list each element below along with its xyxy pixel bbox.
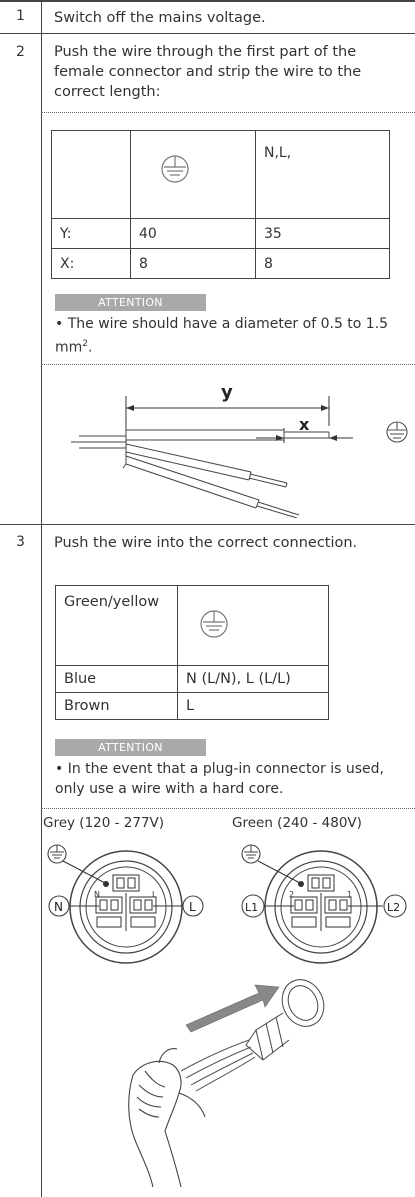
- hand-illustration: [128, 1048, 206, 1188]
- y-dimension-label: y: [221, 382, 233, 403]
- attention-text: In the event that a plug-in connector is…: [55, 761, 384, 797]
- insert-arrow: [185, 984, 280, 1033]
- green-connector: 2 1: [257, 850, 383, 964]
- grey-left-terminal-label: N: [54, 900, 63, 914]
- wire-connection: N (L/N), L (L/L): [177, 665, 329, 693]
- dotted-divider: [41, 364, 415, 365]
- nl-value: 8: [255, 248, 390, 279]
- grey-right-terminal-label: L: [189, 900, 196, 914]
- grey-inner-right-label: L: [152, 890, 157, 899]
- wire-connection: L: [177, 692, 329, 720]
- x-dimension-label: x: [299, 415, 310, 434]
- earth-icon: [161, 155, 189, 183]
- dotted-divider: [41, 112, 415, 113]
- green-right-terminal-label: L2: [387, 901, 400, 914]
- wire-color-label: Blue: [55, 665, 178, 693]
- row-label: X:: [51, 248, 131, 279]
- step-content: Push the wire into the correct connectio…: [41, 525, 415, 1197]
- attention-text: The wire should have a diameter of 0.5 t…: [55, 316, 389, 356]
- step-number: 3: [16, 534, 25, 550]
- nl-header-cell: N,L,: [255, 130, 390, 219]
- dotted-divider: [41, 808, 415, 809]
- earth-icon: [241, 844, 261, 864]
- earth-icon: [47, 844, 67, 864]
- connector-diagram: N L N L: [47, 844, 407, 1188]
- nl-value: 35: [255, 218, 390, 249]
- plug-connector: [245, 979, 325, 1061]
- step-1-text: Switch off the mains voltage.: [54, 10, 266, 26]
- attention-note: • The wire should have a diameter of 0.5…: [55, 314, 407, 358]
- earth-icon: [386, 421, 408, 443]
- step-number-cell: 2: [0, 34, 42, 524]
- wire-color-label: Green/yellow: [55, 585, 178, 666]
- table-row: Blue N (L/N), L (L/L): [55, 665, 329, 693]
- wires: [180, 1039, 256, 1092]
- bullet-mark: •: [55, 761, 68, 777]
- step-3-row: 3 Push the wire into the correct connect…: [0, 525, 415, 1197]
- grey-inner-left-label: N: [94, 890, 100, 899]
- earth-header-cell: [130, 130, 256, 219]
- wire-connection-earth: [177, 585, 329, 666]
- attention-sup: 2: [82, 339, 89, 349]
- earth-value: 40: [130, 218, 256, 249]
- step-1-row: 1 Switch off the mains voltage.: [0, 0, 415, 34]
- green-inner-right-label: 1: [347, 890, 352, 899]
- wire-color-table: Green/yellow Blue N (L/N), L (L/L): [55, 585, 329, 720]
- step-2-text: Push the wire through the first part of …: [54, 44, 362, 100]
- step-content: Switch off the mains voltage.: [41, 2, 415, 33]
- table-row: Y: 40 35: [51, 218, 390, 249]
- row-label: Y:: [51, 218, 131, 249]
- bullet-mark: •: [55, 316, 68, 332]
- step-number-cell: 3: [0, 525, 42, 1197]
- green-inner-left-label: 2: [289, 890, 294, 899]
- step-3-text: Push the wire into the correct connectio…: [54, 535, 358, 551]
- table-empty-cell: [51, 130, 131, 219]
- attention-note: • In the event that a plug-in connector …: [55, 759, 407, 799]
- green-connector-label: Green (240 - 480V): [232, 815, 362, 831]
- wire-color-label: Brown: [55, 692, 178, 720]
- attention-badge: ATTENTION: [55, 739, 206, 756]
- earth-value: 8: [130, 248, 256, 279]
- grey-connector-label: Grey (120 - 277V): [43, 815, 165, 831]
- wire-strip-diagram: y x: [71, 382, 408, 518]
- step-2-row: 2 Push the wire through the first part o…: [0, 34, 415, 525]
- strip-length-table: N,L, Y: 40 35 X: 8 8: [51, 130, 390, 279]
- table-row: X: 8 8: [51, 248, 390, 279]
- green-left-terminal-label: L1: [245, 901, 258, 914]
- attention-badge: ATTENTION: [55, 294, 206, 311]
- table-row: Green/yellow: [55, 585, 329, 666]
- step-number: 2: [16, 44, 25, 60]
- step-number: 1: [16, 8, 25, 24]
- step-content: Push the wire through the first part of …: [41, 34, 415, 524]
- earth-icon: [200, 609, 228, 638]
- step-number-cell: 1: [0, 2, 42, 33]
- attention-end: .: [88, 339, 93, 356]
- table-row: Brown L: [55, 692, 329, 720]
- grey-connector: N L: [62, 850, 183, 964]
